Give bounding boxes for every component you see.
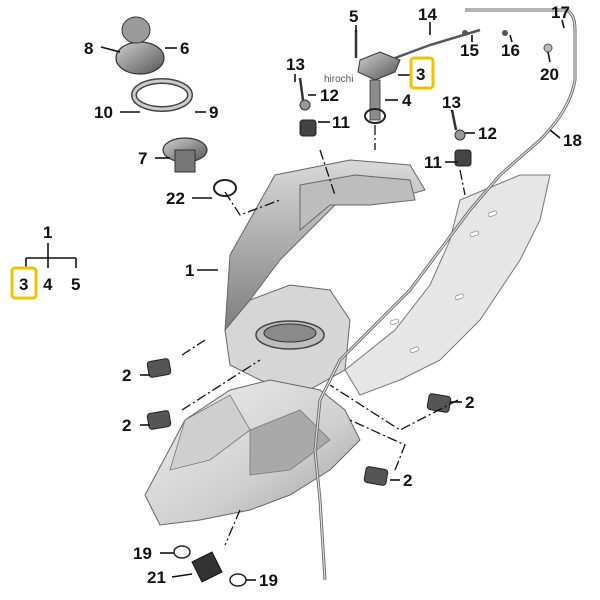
- legend-parent: 1: [43, 223, 52, 242]
- assembly-guide-lines: [181, 125, 466, 546]
- callout-22: 22: [166, 189, 185, 208]
- callout-6: 6: [180, 39, 189, 58]
- callout-2: 2: [122, 366, 131, 385]
- callout-20: 20: [540, 65, 559, 84]
- mount-hardware-left: [298, 77, 317, 137]
- legend-child-5: 5: [71, 275, 80, 294]
- callout-15: 15: [460, 41, 479, 60]
- callout-13: 13: [286, 55, 305, 74]
- legend-child-3: 3: [19, 275, 28, 294]
- rubber-pad: [363, 466, 389, 486]
- callout-19: 19: [259, 571, 278, 590]
- leader-lines: [25, 19, 565, 581]
- callout-5: 5: [349, 7, 358, 26]
- callout-3: 3: [416, 65, 425, 84]
- callout-17: 17: [551, 3, 570, 22]
- callout-2: 2: [403, 471, 412, 490]
- callout-2: 2: [465, 393, 474, 412]
- callout-13: 13: [442, 93, 461, 112]
- callout-10: 10: [94, 103, 113, 122]
- filler-cap-assembly: [115, 16, 237, 197]
- fuel-tank: [144, 159, 551, 526]
- callout-14: 14: [418, 5, 437, 24]
- rubber-pad: [146, 410, 172, 430]
- callout-9: 9: [209, 103, 218, 122]
- callout-11: 11: [332, 113, 350, 132]
- mount-hardware-right: [450, 109, 472, 167]
- legend-child-4: 4: [43, 275, 53, 294]
- callout-18: 18: [563, 131, 582, 150]
- drain-grommet: [173, 545, 247, 587]
- callout-7: 7: [138, 149, 147, 168]
- legend-highlight-box: [10, 266, 38, 300]
- callout-12: 12: [478, 124, 497, 143]
- callout-19: 19: [133, 544, 152, 563]
- callout-1: 1: [185, 261, 194, 280]
- callout-21: 21: [147, 568, 166, 587]
- callout-16: 16: [501, 41, 520, 60]
- callout-12: 12: [320, 86, 339, 105]
- highlight-box: [409, 56, 435, 90]
- callout-2: 2: [122, 416, 131, 435]
- rubber-pad: [146, 358, 172, 378]
- callout-11: 11: [424, 153, 442, 172]
- fuel-pump-flange: [354, 30, 401, 124]
- watermark: hirochi: [324, 74, 353, 85]
- callout-8: 8: [84, 39, 93, 58]
- callout-4: 4: [402, 91, 412, 110]
